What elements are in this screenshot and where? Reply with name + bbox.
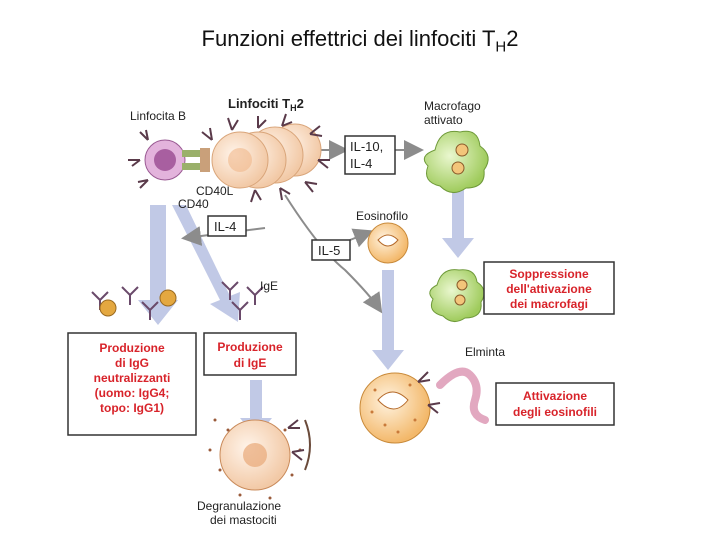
macrophage-label-line1: Macrofago	[424, 99, 481, 113]
svg-text:Attivazione: Attivazione	[523, 389, 587, 403]
svg-text:di IgE: di IgE	[234, 356, 267, 370]
macrophage-label-line2: attivato	[424, 113, 463, 127]
eosinophil-large	[359, 371, 441, 444]
suppressed-macrophage	[429, 269, 485, 322]
svg-text:di IgG: di IgG	[115, 356, 149, 370]
svg-text:Produzione: Produzione	[217, 340, 283, 354]
helminth-label: Elminta	[465, 345, 505, 359]
svg-text:(uomo: IgG4;: (uomo: IgG4;	[95, 386, 170, 400]
ige-label: IgE	[260, 279, 278, 293]
helminth	[436, 367, 489, 424]
cd40l-label: CD40L	[196, 184, 234, 198]
svg-text:Soppressione: Soppressione	[509, 267, 589, 281]
cytokine-box-il4: IL-4	[207, 215, 247, 237]
b-cell-label: Linfocita B	[130, 109, 186, 123]
effector-box-suppression: Soppressione dell'attivazione dei macrof…	[483, 261, 615, 315]
svg-text:IL-10,: IL-10,	[350, 139, 383, 154]
effector-box-ige: Produzione di IgE	[203, 332, 297, 376]
svg-text:dei macrofagi: dei macrofagi	[510, 297, 588, 311]
svg-text:IL-4: IL-4	[350, 156, 372, 171]
antigen-particle	[99, 299, 117, 317]
cd40-label: CD40	[178, 197, 209, 211]
cytokine-box-il5: IL-5	[311, 239, 351, 261]
mast-cell-label-line1: Degranulazione	[197, 499, 281, 513]
eosinophil-label: Eosinofilo	[356, 209, 408, 223]
blue-arrow-mac-suppression	[442, 190, 474, 258]
b-cell	[128, 129, 210, 189]
mast-cell	[208, 418, 311, 500]
th2-cell-cluster	[201, 113, 330, 203]
svg-text:IL-5: IL-5	[318, 243, 340, 258]
svg-text:neutralizzanti: neutralizzanti	[94, 371, 171, 385]
gray-arrow-il5-eos	[349, 228, 374, 248]
slide-title: Funzioni effettrici dei linfociti TH2	[201, 26, 519, 56]
cytokine-box-il10-il4: IL-10, IL-4	[344, 135, 396, 175]
effector-box-eos-activation: Attivazione degli eosinofili	[495, 382, 615, 426]
svg-text:IL-4: IL-4	[214, 219, 236, 234]
th2-label: Linfociti TH2	[228, 96, 304, 113]
activated-macrophage	[423, 130, 489, 193]
antigen-particle	[159, 289, 177, 307]
blue-arrow-eos-activation	[372, 270, 404, 370]
svg-text:degli eosinofili: degli eosinofili	[513, 405, 597, 419]
blue-arrow-bcell-igg	[138, 205, 178, 325]
mast-cell-label-line2: dei mastociti	[210, 513, 277, 527]
gray-arrow-th2-il5	[284, 194, 383, 314]
eosinophil-small	[367, 222, 409, 264]
svg-text:Produzione: Produzione	[99, 341, 165, 355]
svg-text:dell'attivazione: dell'attivazione	[506, 282, 592, 296]
antibodies	[91, 281, 264, 320]
svg-text:topo: IgG1): topo: IgG1)	[100, 401, 164, 415]
effector-box-igg: Produzione di IgG neutralizzanti (uomo: …	[67, 332, 197, 436]
